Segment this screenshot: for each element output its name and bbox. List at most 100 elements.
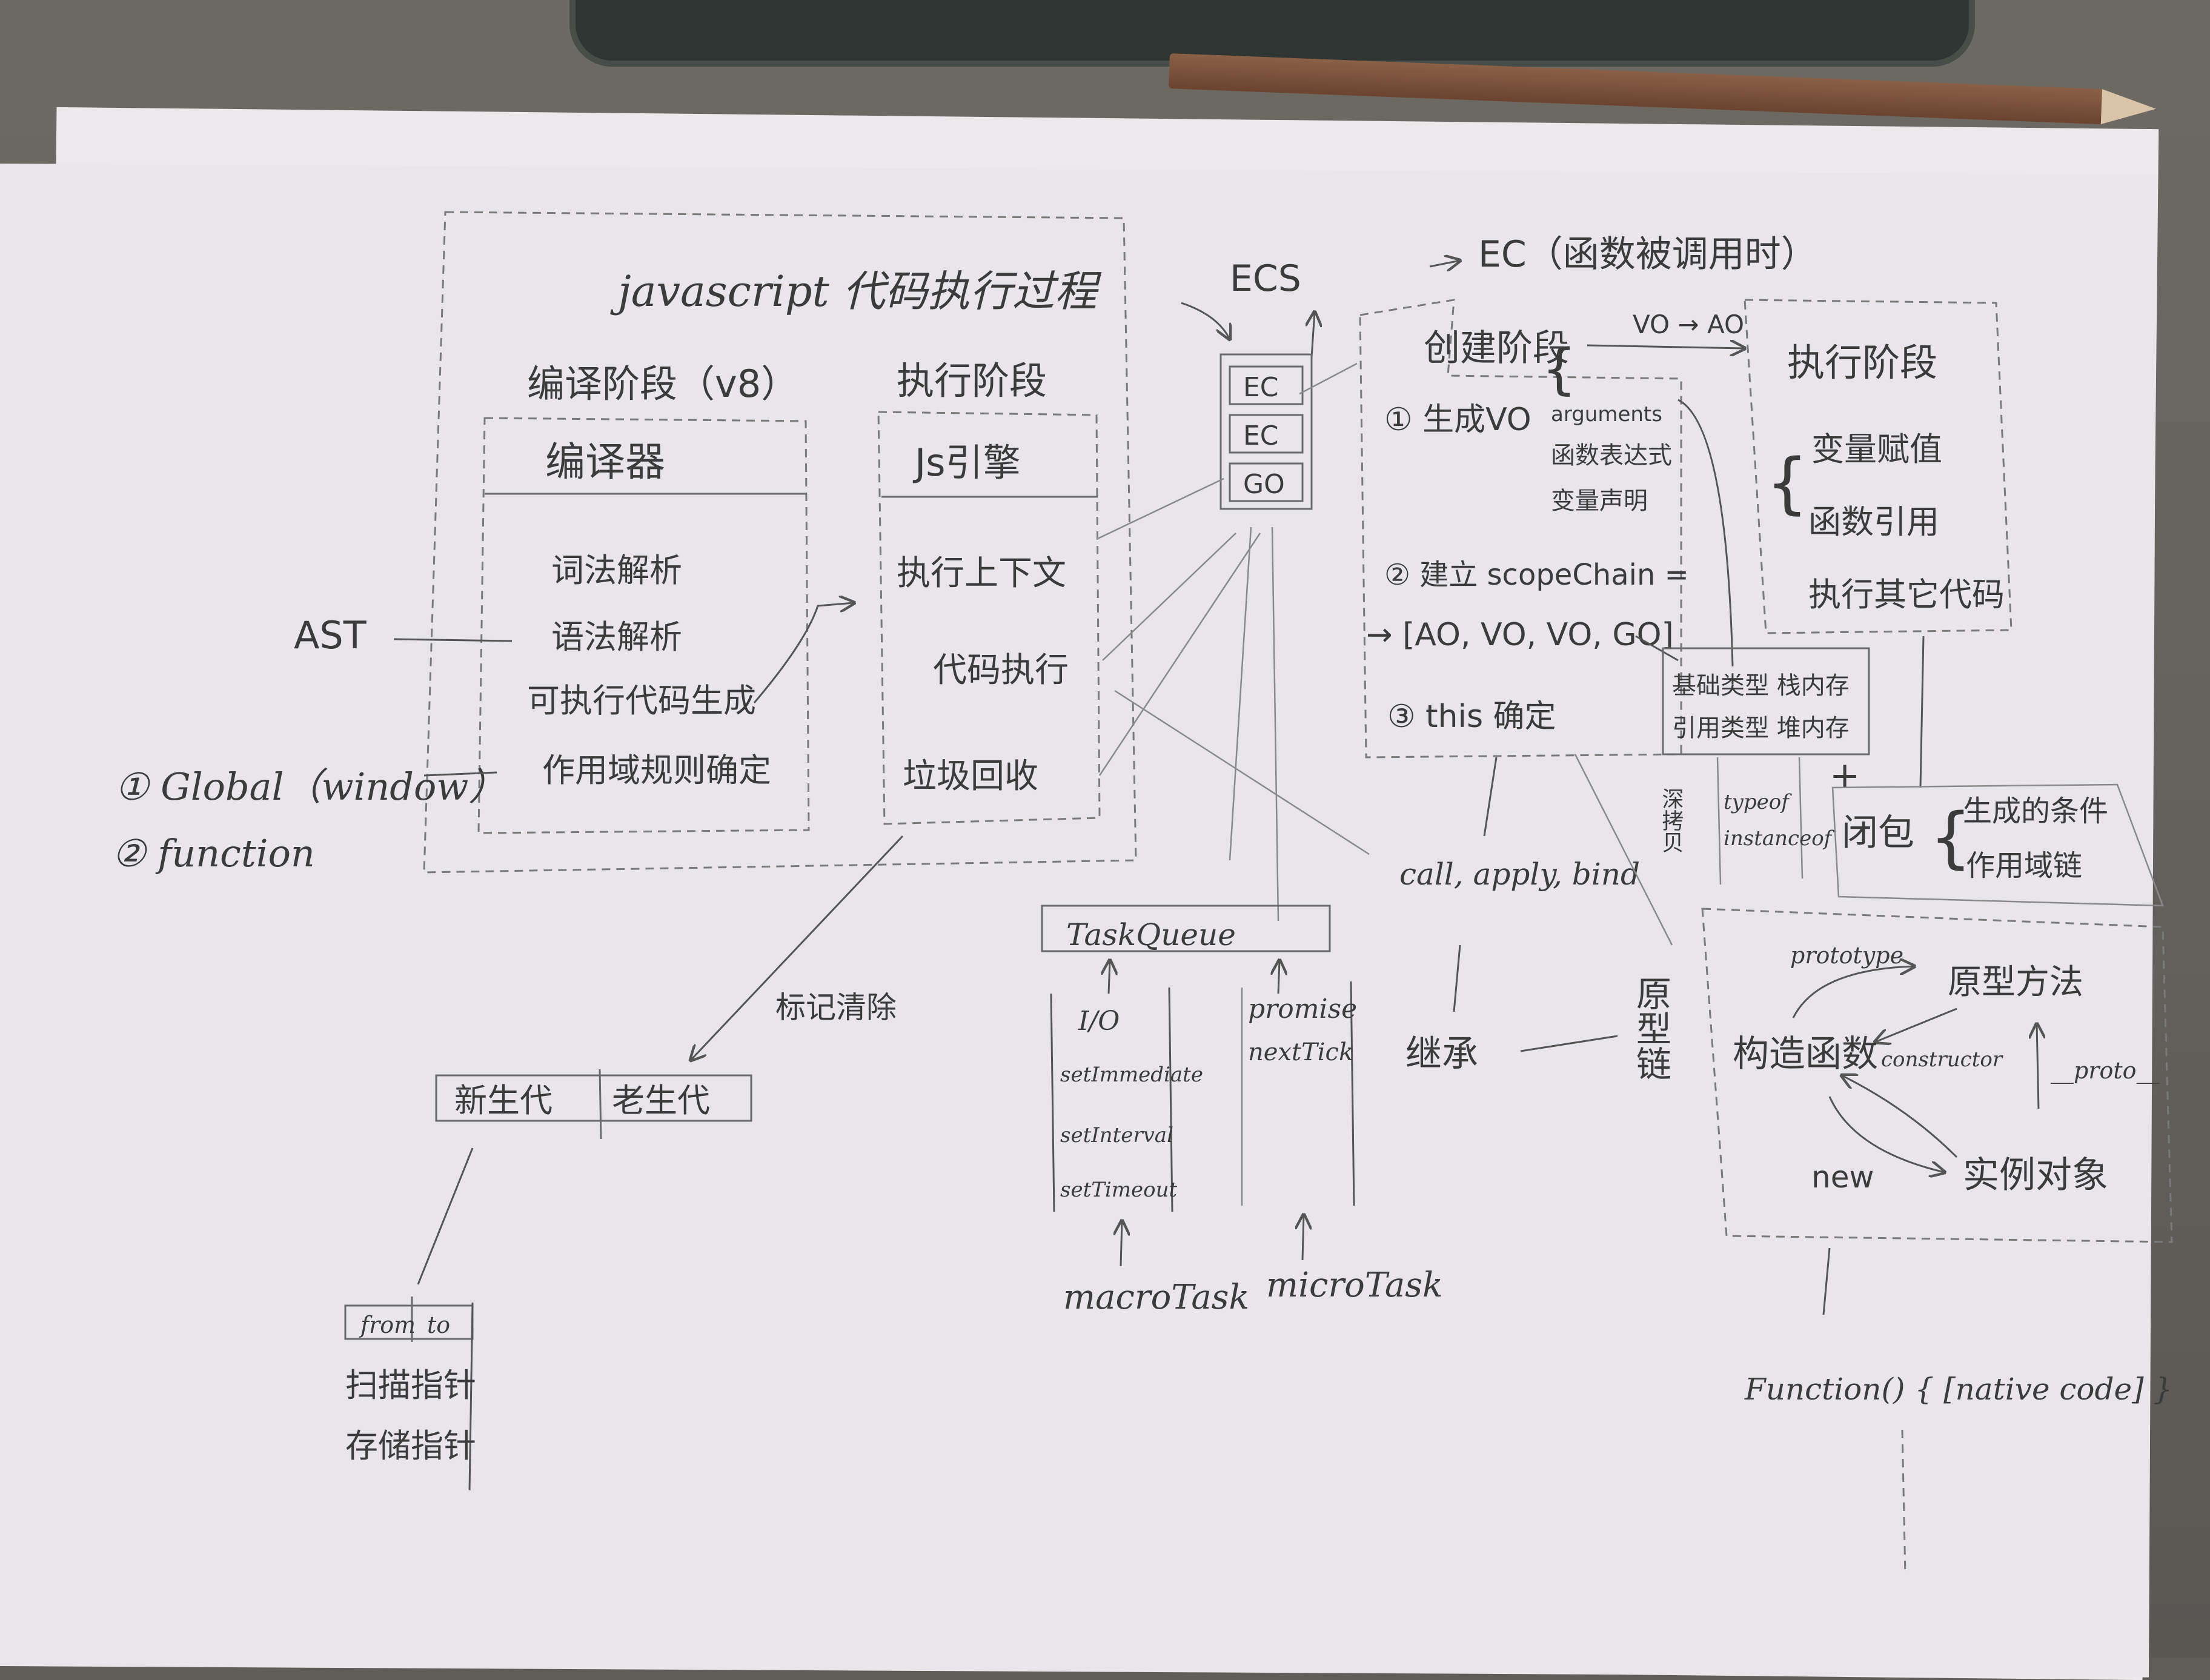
inherit-label: 继承 [1405, 1033, 1478, 1075]
ecs-link-context [1096, 477, 1224, 540]
memory-reference: 引用类型 堆内存 [1672, 714, 1850, 742]
new-gen-label: 新生代 [454, 1081, 552, 1120]
vo-item-3: 变量声明 [1551, 487, 1648, 515]
vo-item-2: 函数表达式 [1551, 442, 1672, 470]
this-to-bind-line [1483, 757, 1498, 837]
prototype-box [1701, 908, 2173, 1243]
execute-step-3: 垃圾回收 [903, 757, 1038, 796]
scope-to-closure-line [1635, 635, 1679, 662]
compile-step-4: 作用域规则确定 [542, 751, 771, 789]
instanceof-label: instanceof [1724, 826, 1835, 851]
compile-heading: 编译阶段（v8） [527, 362, 798, 406]
instance-back-arrow [1842, 1075, 1958, 1158]
exec-phase-heading: 执行阶段 [1787, 340, 1937, 385]
step-this: ③ this 确定 [1387, 699, 1556, 735]
ec-title-arrow [1429, 261, 1460, 267]
macro-item-4: setTimeout [1060, 1178, 1178, 1202]
pointer-line [468, 1302, 474, 1491]
inherit-to-proto-line [1520, 1035, 1618, 1052]
process-title: javascript 代码执行过程 [610, 267, 1102, 316]
proto-to-native-line [1822, 1247, 1831, 1315]
closure-item-2: 作用域链 [1966, 849, 2082, 883]
old-gen-label: 老生代 [612, 1081, 710, 1120]
exec-phase-panel: 执行阶段 { 变量赋值 函数引用 执行其它代码 [1744, 299, 2013, 788]
prototype-arrow [1792, 966, 1914, 1018]
compile-box [477, 417, 810, 834]
global-label: ① Global（window） [115, 765, 506, 809]
ecs-item-1: EC [1243, 372, 1279, 403]
ec-title: EC（函数被调用时） [1478, 233, 1817, 276]
prototype-link-label: prototype [1790, 942, 1903, 969]
execute-step-1: 执行上下文 [897, 554, 1066, 593]
copy-divider-1 [1716, 757, 1722, 885]
dunder-proto-label: __proto__ [2051, 1057, 2160, 1084]
constructor-label: constructor [1881, 1048, 2003, 1072]
task-queue-panel: TaskQueue I/O setImmediate setInterval s… [1041, 905, 1443, 1317]
ecs-stack: ECS EC EC GO [1096, 257, 1370, 921]
ecs-slot-3 [1229, 462, 1304, 502]
new-gen-to-space-line [417, 1147, 474, 1285]
constructor-fn: 构造函数 [1733, 1033, 1878, 1075]
ecs-link-exec [1102, 533, 1236, 661]
ecs-item-2: EC [1243, 420, 1279, 451]
macro-item-1: I/O [1078, 1006, 1120, 1037]
vo-ao-label: VO → AO [1633, 310, 1744, 339]
prototype-method: 原型方法 [1948, 963, 2083, 1002]
closure-item-1: 生成的条件 [1963, 794, 2108, 828]
step-vo: ① 生成VO [1384, 402, 1531, 438]
micro-in-arrow [1302, 1215, 1304, 1261]
micro-item-2: nextTick [1248, 1038, 1353, 1066]
dunder-proto-arrow [2037, 1024, 2039, 1109]
memory-panel: 基础类型 栈内存 引用类型 堆内存 深拷贝 typeof instanceof … [1659, 647, 2164, 907]
macro-item-3: setInterval [1060, 1123, 1173, 1147]
left-labels: AST ① Global（window） ② function [112, 613, 513, 875]
ec-panel: EC（函数被调用时） 创建阶段 VO → AO ① 生成VO { argumen… [1359, 233, 1817, 759]
micro-item-1: promise [1248, 994, 1357, 1024]
vo-brace: { [1542, 337, 1576, 401]
bind-to-inherit-line [1453, 945, 1461, 1012]
ecs-in-arrow [1181, 302, 1230, 339]
ecs-slot-1 [1229, 365, 1304, 405]
closure-brace: { [1930, 798, 1972, 876]
closure-box [1831, 783, 2164, 907]
ecs-label: ECS [1230, 257, 1301, 300]
compile-to-execute-arrow [753, 603, 854, 703]
vo-ao-arrow [1587, 345, 1745, 348]
ec-box [1359, 299, 1682, 759]
micro-task-label: microTask [1266, 1266, 1443, 1305]
gc-panel: 标记清除 新生代 老生代 from to 扫描指针 存储指针 [344, 835, 904, 1491]
exec-phase-brace: { [1766, 444, 1808, 522]
closure-label: 闭包 [1842, 812, 1914, 854]
ast-label: AST [294, 613, 367, 657]
plus-sign: + [1830, 754, 1860, 797]
ecs-item-3: GO [1243, 469, 1285, 500]
process-panel: javascript 代码执行过程 编译阶段（v8） 执行阶段 编译器 词法解析… [423, 211, 1137, 874]
gen-box [435, 1074, 752, 1122]
gen-divider [599, 1069, 602, 1140]
typeof-label: typeof [1724, 790, 1792, 814]
macro-right-line [1168, 987, 1173, 1212]
process-outline [423, 211, 1137, 874]
execute-step-2: 代码执行 [933, 651, 1069, 690]
copy-divider-2 [1798, 757, 1804, 879]
mark-sweep-label: 标记清除 [775, 990, 897, 1025]
execute-heading: 执行阶段 [897, 359, 1047, 403]
exec-item-2: 函数引用 [1808, 503, 1939, 541]
inheritance-panel: call, apply, bind 继承 原型链 [1399, 754, 1673, 1081]
compile-step-2: 语法解析 [551, 618, 682, 656]
new-label: new [1811, 1160, 1874, 1195]
scan-pointer: 扫描指针 [345, 1366, 476, 1404]
vo-item-1: arguments [1551, 402, 1662, 427]
task-queue-box [1041, 905, 1331, 952]
macro-left-line [1050, 993, 1055, 1212]
micro-right-line [1350, 981, 1355, 1206]
create-heading: 创建阶段 [1424, 327, 1569, 370]
macro-in-arrow [1121, 1221, 1122, 1267]
native-code: Function() { [native code] } [1744, 1372, 2172, 1407]
task-queue-label: TaskQueue [1066, 917, 1236, 952]
micro-queue-arrow [1278, 960, 1279, 994]
from-label: from [359, 1312, 416, 1338]
global-line [423, 771, 497, 777]
to-label: to [427, 1312, 450, 1338]
